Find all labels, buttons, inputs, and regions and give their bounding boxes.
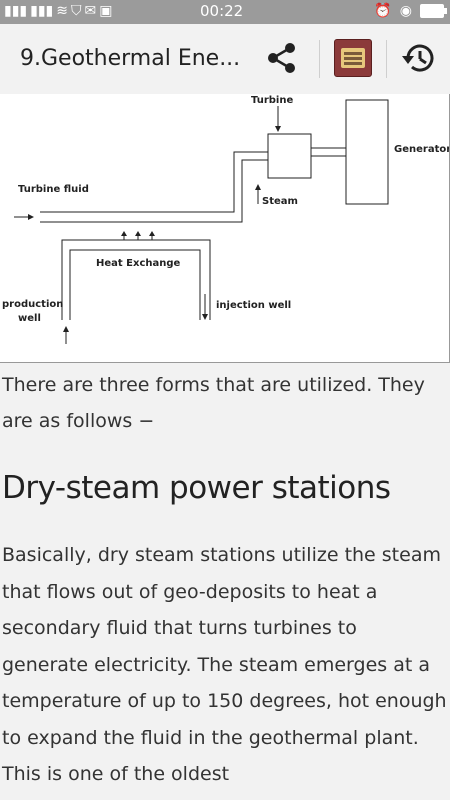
mail-icon: ✉	[84, 3, 97, 19]
history-button[interactable]	[395, 36, 443, 80]
app-book-button[interactable]	[329, 36, 377, 80]
alarm-icon: ⏰	[374, 3, 392, 19]
wifi-icon: ≋	[56, 3, 68, 19]
share-button[interactable]	[258, 36, 306, 80]
label-steam: Steam	[262, 196, 298, 207]
intro-paragraph: There are three forms that are utilized.…	[2, 374, 425, 432]
label-well: well	[18, 313, 41, 324]
status-bar: ▮▮▮ ▮▮▮ ≋ ⛉ ✉ ▣ 00:22 ⏰ ◉	[0, 0, 450, 24]
status-time: 00:22	[200, 2, 244, 20]
toolbar-divider	[386, 40, 387, 78]
app-book-icon	[334, 39, 372, 77]
shield-icon: ⛉	[70, 3, 82, 19]
toolbar-divider	[319, 40, 320, 78]
history-icon	[402, 44, 434, 72]
label-turbine: Turbine	[251, 95, 293, 106]
geothermal-diagram: Turbine Generator Turbine fluid Steam He…	[0, 94, 450, 363]
label-turbine-fluid: Turbine fluid	[18, 184, 89, 195]
eye-icon: ◉	[399, 3, 412, 19]
label-heat-exchange: Heat Exchange	[96, 258, 181, 269]
notification-icon: ▣	[99, 3, 113, 19]
page-title: 9.Geothermal Ene...	[20, 46, 241, 71]
section-heading: Dry-steam power stations	[2, 470, 391, 506]
signal-icon-2: ▮▮▮	[30, 3, 54, 19]
share-icon	[268, 43, 295, 73]
label-generator: Generator	[394, 144, 449, 155]
signal-icon: ▮▮▮	[4, 3, 28, 19]
battery-icon	[420, 4, 447, 18]
status-icons-left: ▮▮▮ ▮▮▮ ≋ ⛉ ✉ ▣	[4, 3, 112, 19]
body-paragraph: Basically, dry steam stations utilize th…	[2, 544, 447, 785]
diagram-svg: Turbine Generator Turbine fluid Steam He…	[2, 95, 450, 344]
label-production: production	[2, 299, 63, 310]
article-content: There are three forms that are utilized.…	[0, 362, 450, 785]
app-toolbar: 9.Geothermal Ene...	[0, 24, 450, 95]
label-injection-well: injection well	[216, 300, 291, 311]
status-icons-right: ⏰ ◉	[374, 3, 447, 19]
